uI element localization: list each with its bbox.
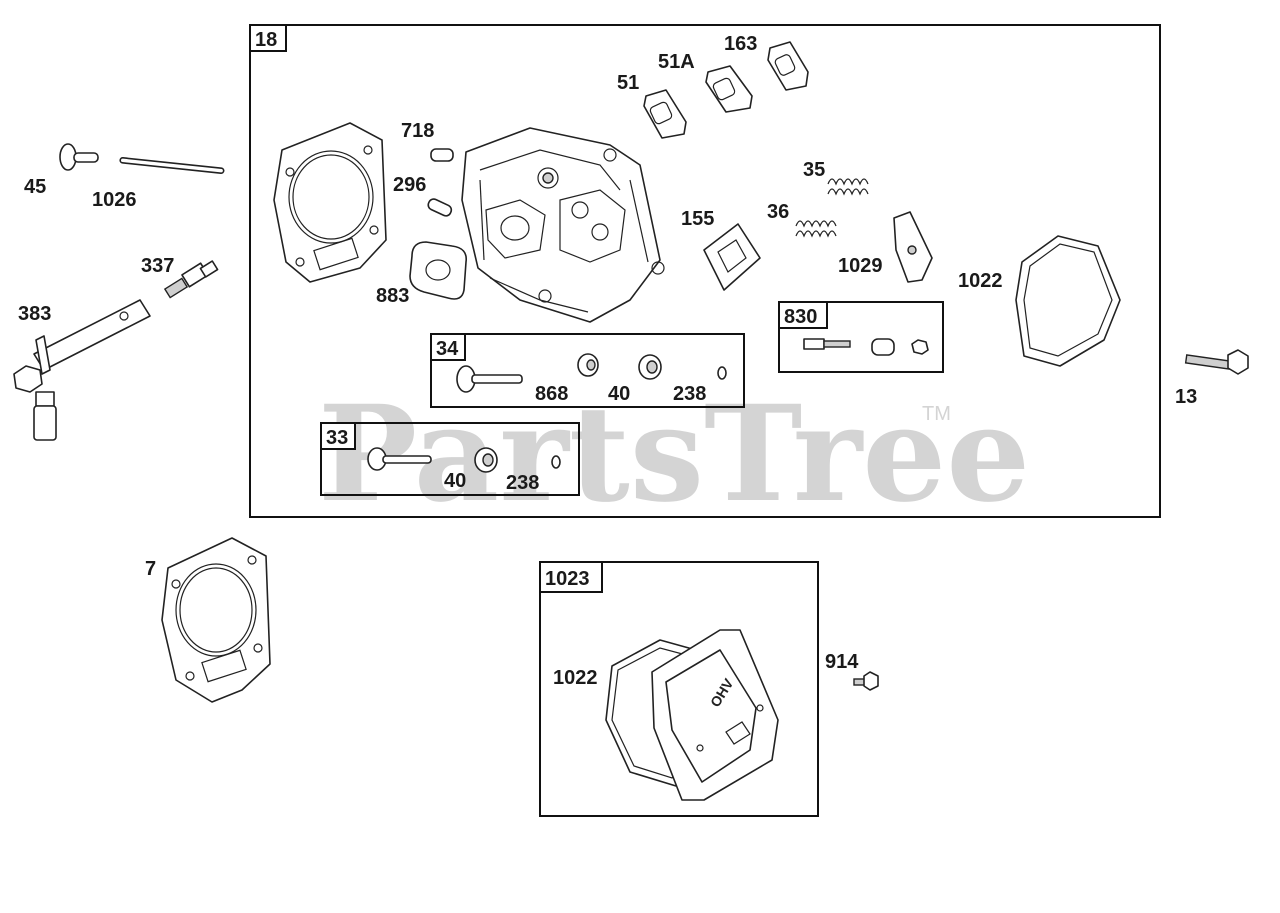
group-18-label[interactable]: 18: [255, 29, 277, 51]
spark-plug-wrench-383-part[interactable]: [13, 299, 151, 441]
gasket-163-part[interactable]: [767, 41, 809, 91]
callout-45[interactable]: 45: [24, 176, 46, 198]
group-34-tag: [430, 333, 466, 361]
group-33-tag: [320, 422, 356, 450]
spring-retainer-40a-part[interactable]: [638, 354, 662, 380]
gasket-51a-part[interactable]: [705, 65, 753, 113]
pivot-ball-part[interactable]: [871, 338, 895, 356]
intake-gasket-883-part[interactable]: [409, 241, 468, 300]
jam-nut-part[interactable]: [911, 339, 929, 355]
gasket-51-part[interactable]: [643, 89, 687, 139]
rocker-arm-1029-part[interactable]: [893, 211, 933, 283]
rocker-cover-part[interactable]: OHV: [651, 629, 779, 801]
callout-383[interactable]: 383: [18, 303, 51, 325]
group-33-label[interactable]: 33: [326, 427, 348, 449]
tappet-45-part[interactable]: [59, 143, 99, 171]
valve-keeper-238b-part[interactable]: [551, 455, 561, 469]
group-34-frame: [430, 333, 745, 408]
spring-retainer-40b-part[interactable]: [474, 447, 498, 473]
callout-155[interactable]: 155: [681, 208, 714, 230]
callout-35[interactable]: 35: [803, 159, 825, 181]
plate-155-part[interactable]: [703, 223, 761, 291]
callout-238-exhaust[interactable]: 238: [673, 383, 706, 405]
group-18-tag: [249, 24, 287, 52]
group-1023-label[interactable]: 1023: [545, 568, 590, 590]
callout-883[interactable]: 883: [376, 285, 409, 307]
callout-238-intake[interactable]: 238: [506, 472, 539, 494]
callout-1029[interactable]: 1029: [838, 255, 883, 277]
push-rod-1026-part[interactable]: [119, 157, 225, 174]
callout-163[interactable]: 163: [724, 33, 757, 55]
callout-868[interactable]: 868: [535, 383, 568, 405]
dowel-pin-718-part[interactable]: [430, 148, 454, 162]
valve-spring-36-part[interactable]: [795, 220, 837, 238]
valve-spring-35-part[interactable]: [827, 178, 869, 196]
watermark-trademark: TM: [922, 403, 951, 425]
head-gasket-7-part[interactable]: [161, 537, 271, 703]
callout-40-intake[interactable]: 40: [444, 470, 466, 492]
callout-7[interactable]: 7: [145, 558, 156, 580]
rocker-cover-gasket-1022-part[interactable]: [1015, 235, 1121, 367]
group-1023-tag: [539, 561, 603, 593]
group-1023-frame: [539, 561, 819, 817]
callout-51[interactable]: 51: [617, 72, 639, 94]
head-bolt-13-part[interactable]: [1184, 349, 1249, 375]
callout-914[interactable]: 914: [825, 651, 859, 673]
callout-51a[interactable]: 51A: [658, 51, 695, 73]
valve-keeper-238a-part[interactable]: [717, 366, 727, 380]
callout-1026[interactable]: 1026: [92, 189, 137, 211]
callout-337[interactable]: 337: [141, 255, 174, 277]
head-gasket-part[interactable]: [273, 122, 387, 283]
group-830-label[interactable]: 830: [784, 306, 817, 328]
cylinder-head-part[interactable]: [461, 127, 665, 323]
callout-296[interactable]: 296: [393, 174, 426, 196]
callout-40-exhaust[interactable]: 40: [608, 383, 630, 405]
dowel-pin-296-part[interactable]: [427, 197, 453, 217]
callout-1022-gasket[interactable]: 1022: [958, 270, 1003, 292]
cover-screw-914-part[interactable]: [853, 671, 879, 691]
intake-valve-part[interactable]: [367, 447, 432, 471]
callout-13[interactable]: 13: [1175, 386, 1197, 408]
callout-36[interactable]: 36: [767, 201, 789, 223]
valve-seal-868-part[interactable]: [577, 353, 599, 377]
watermark-text: PartsTree: [318, 377, 1030, 532]
callout-1022-cover[interactable]: 1022: [553, 667, 598, 689]
group-18-frame: [249, 24, 1161, 518]
exhaust-valve-part[interactable]: [456, 365, 523, 393]
callout-718[interactable]: 718: [401, 120, 434, 142]
adjuster-stud-part[interactable]: [803, 338, 851, 350]
group-34-label[interactable]: 34: [436, 338, 459, 360]
group-33-frame: [320, 422, 580, 496]
spark-plug-337-part[interactable]: [163, 260, 219, 299]
group-830-frame: [778, 301, 944, 373]
group-830-tag: [778, 301, 828, 329]
